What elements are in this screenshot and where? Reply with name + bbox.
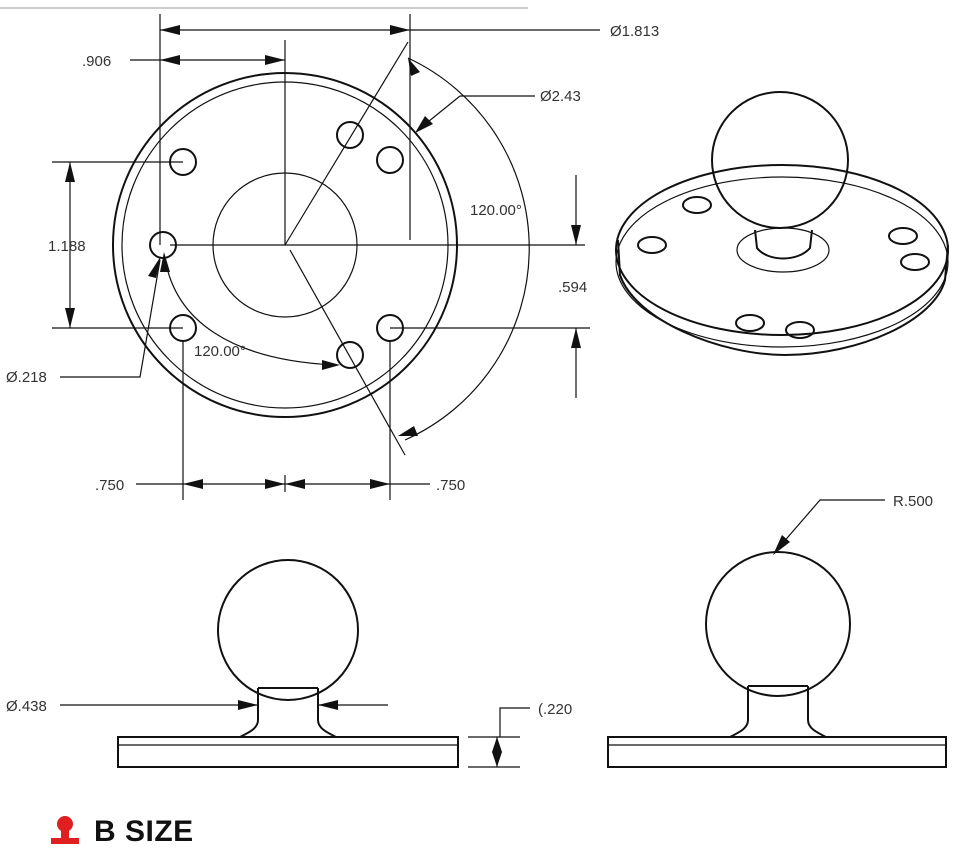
front-neck — [317, 688, 337, 738]
dim-hole-diameter: Ø.218 — [6, 369, 47, 386]
side-neck — [729, 686, 749, 738]
arrow-head — [571, 225, 581, 245]
diag-line-lower — [289, 249, 406, 456]
arrow-head — [571, 328, 581, 348]
iso-hole — [735, 314, 765, 332]
iso-hole — [785, 321, 815, 339]
arrow-head — [318, 700, 338, 710]
leader-line — [60, 259, 161, 378]
angle-arc-right — [404, 57, 530, 441]
arrow-head — [183, 479, 203, 489]
dim-angle-right: 120.00° — [470, 202, 522, 219]
arrow-head — [370, 479, 390, 489]
bolt-hole — [336, 341, 364, 369]
iso-ball — [711, 91, 849, 229]
iso-plate-rim — [615, 176, 949, 348]
dim-top-span: Ø1.813 — [610, 23, 659, 40]
arrow-head — [160, 252, 170, 272]
dim-neck-diameter: Ø.438 — [6, 698, 47, 715]
arrow-head — [322, 360, 340, 370]
arrow-head — [415, 116, 433, 133]
arrow-head — [390, 25, 410, 35]
dim-offset-right: .750 — [436, 477, 465, 494]
arrow-head — [492, 752, 502, 767]
isometric-view — [615, 91, 949, 357]
side-neck — [807, 686, 827, 738]
arrow-head — [238, 700, 258, 710]
size-label: B SIZE — [94, 815, 194, 848]
arrow-head — [265, 55, 285, 65]
arrow-head — [285, 479, 305, 489]
dim-offset-left: .750 — [95, 477, 124, 494]
bolt-hole — [376, 146, 404, 174]
iso-neck-base — [736, 227, 830, 273]
leader-line — [499, 707, 530, 737]
iso-hole — [900, 253, 930, 271]
arrow-head — [265, 479, 285, 489]
iso-hole — [637, 236, 667, 254]
arrow-head — [65, 162, 75, 182]
icon-neck — [61, 830, 69, 838]
dim-base-thickness: (.220 — [538, 701, 572, 718]
diag-line-upper — [284, 41, 409, 246]
dim-angle-left: 120.00° — [194, 343, 246, 360]
side-view: R.500 — [607, 493, 947, 768]
icon-ball — [57, 816, 73, 832]
side-ball — [705, 551, 851, 697]
size-badge: B SIZE — [48, 812, 194, 852]
dim-half-span: .906 — [82, 53, 111, 70]
dim-hole-pitch: 1.188 — [48, 238, 86, 255]
ball-mount-icon — [51, 816, 79, 844]
arrow-head — [773, 535, 790, 555]
icon-base — [51, 838, 79, 844]
angle-arc-left — [164, 257, 336, 366]
front-view: Ø.438 (.220 — [6, 559, 572, 768]
iso-neck — [754, 229, 813, 260]
arrow-head — [148, 256, 161, 278]
dim-ball-radius: R.500 — [893, 493, 933, 510]
arrow-head — [398, 426, 418, 436]
front-neck — [239, 688, 259, 738]
front-base — [117, 736, 459, 768]
top-view: Ø1.813 .906 1.188 .594 Ø2.43 120.00° — [6, 14, 659, 500]
iso-hole — [682, 196, 712, 214]
dim-half-pitch: .594 — [558, 279, 587, 296]
iso-hole — [888, 227, 918, 245]
leader-line — [774, 499, 885, 553]
side-base — [607, 736, 947, 768]
arrow-head — [408, 58, 420, 76]
iso-plate-top — [615, 164, 949, 336]
front-ball — [217, 559, 359, 701]
arrow-head — [65, 308, 75, 328]
dim-plate-diameter: Ø2.43 — [540, 88, 581, 105]
arrow-head — [492, 737, 502, 752]
bolt-hole — [336, 121, 364, 149]
iso-plate-side — [617, 239, 949, 357]
arrow-head — [160, 25, 180, 35]
arrow-head — [160, 55, 180, 65]
